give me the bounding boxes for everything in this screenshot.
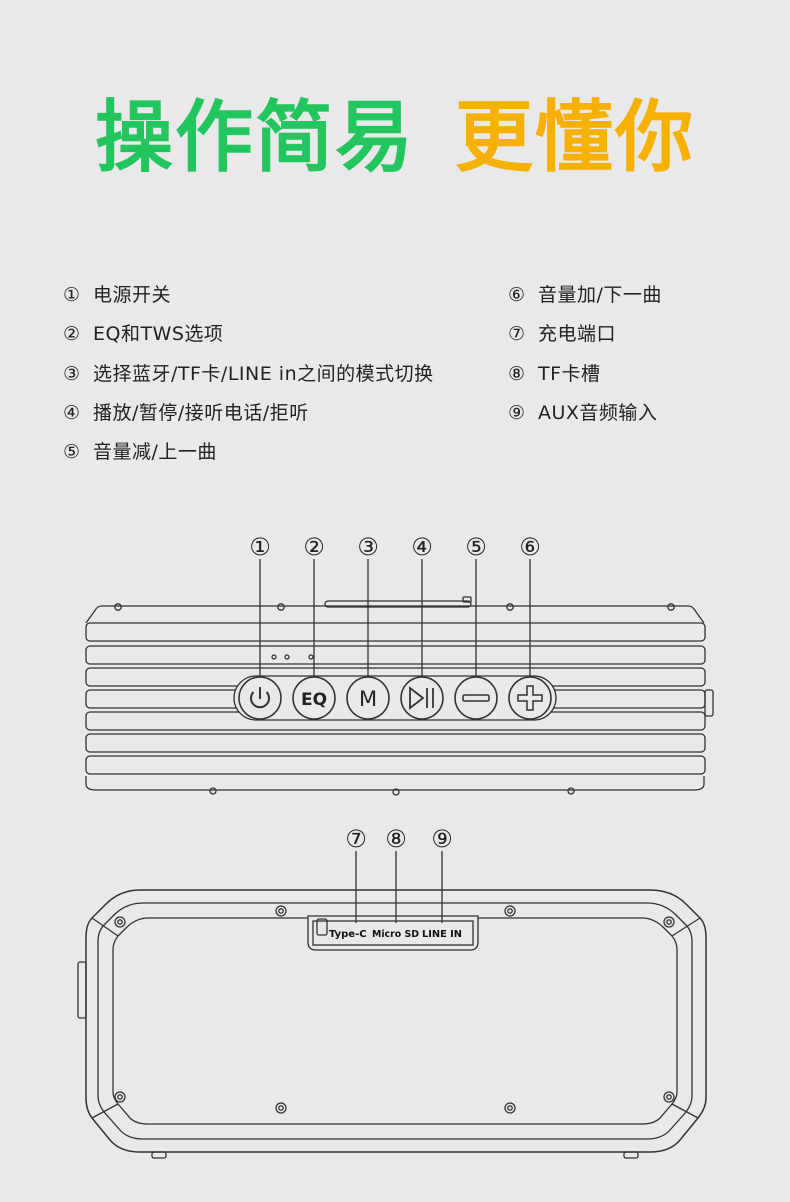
callout-8: ⑧ — [385, 825, 407, 853]
callout-5: ⑤ — [465, 533, 487, 561]
callout-2: ② — [303, 533, 325, 561]
callout-6: ⑥ — [519, 533, 541, 561]
power-button[interactable] — [238, 676, 282, 720]
minus-icon — [462, 694, 490, 702]
feature-item-5: ⑤ 音量减/上一曲 — [63, 440, 217, 464]
port-label-microsd: Micro SD — [372, 929, 419, 940]
eq-button[interactable] — [292, 676, 336, 720]
feature-text: TF卡槽 — [538, 363, 601, 385]
feature-number: ⑧ — [508, 363, 526, 385]
feature-item-8: ⑧ TF卡槽 — [508, 362, 601, 386]
feature-item-3: ③ 选择蓝牙/TF卡/LINE in之间的模式切换 — [63, 362, 434, 386]
plus-icon — [517, 685, 543, 711]
feature-number: ④ — [63, 402, 81, 424]
feature-item-2: ② EQ和TWS选项 — [63, 322, 223, 346]
mode-button[interactable] — [346, 676, 390, 720]
page-title: 操作简易更懂你 — [0, 88, 790, 188]
title-part-2: 更懂你 — [455, 93, 696, 183]
feature-text: 音量减/上一曲 — [93, 441, 217, 463]
feature-number: ② — [63, 323, 81, 345]
feature-number: ③ — [63, 363, 81, 385]
play-pause-icon — [409, 686, 434, 710]
feature-text: 电源开关 — [93, 284, 172, 306]
feature-number: ⑥ — [508, 284, 526, 306]
feature-text: 选择蓝牙/TF卡/LINE in之间的模式切换 — [93, 363, 434, 385]
port-label-linein: LINE IN — [422, 929, 462, 940]
feature-text: EQ和TWS选项 — [93, 323, 224, 345]
port-label-typec: Type-C — [329, 929, 367, 940]
feature-item-4: ④ 播放/暂停/接听电话/拒听 — [63, 401, 309, 425]
callout-3: ③ — [357, 533, 379, 561]
feature-item-6: ⑥ 音量加/下一曲 — [508, 283, 662, 307]
feature-item-1: ① 电源开关 — [63, 283, 171, 307]
eq-button-label: EQ — [301, 690, 327, 710]
feature-number: ⑨ — [508, 402, 526, 424]
play-pause-button[interactable] — [400, 676, 444, 720]
callout-4: ④ — [411, 533, 433, 561]
feature-number: ⑦ — [508, 323, 526, 345]
feature-number: ① — [63, 284, 81, 306]
feature-text: 播放/暂停/接听电话/拒听 — [93, 402, 309, 424]
feature-number: ⑤ — [63, 441, 81, 463]
feature-text: 充电端口 — [538, 323, 617, 345]
feature-text: AUX音频输入 — [538, 402, 658, 424]
mode-button-label: M — [359, 687, 377, 711]
volume-up-button[interactable] — [508, 676, 552, 720]
feature-item-7: ⑦ 充电端口 — [508, 322, 616, 346]
speaker-back-view — [77, 851, 707, 1159]
callout-1: ① — [249, 533, 271, 561]
feature-item-9: ⑨ AUX音频输入 — [508, 401, 657, 425]
callout-9: ⑨ — [431, 825, 453, 853]
power-icon — [250, 687, 270, 709]
volume-down-button[interactable] — [454, 676, 498, 720]
speaker-top-view — [85, 559, 714, 796]
feature-text: 音量加/下一曲 — [538, 284, 662, 306]
callout-7: ⑦ — [345, 825, 367, 853]
title-part-1: 操作简易 — [94, 93, 415, 183]
